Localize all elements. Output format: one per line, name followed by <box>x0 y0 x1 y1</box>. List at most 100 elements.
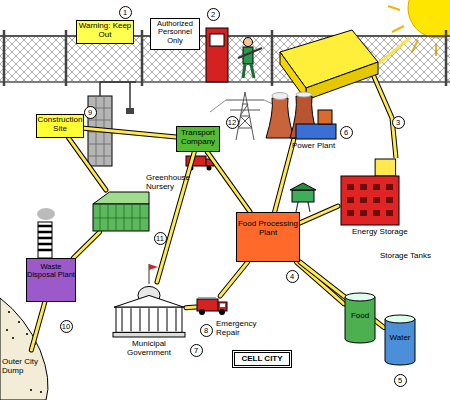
greenhouse-shape <box>92 190 150 232</box>
road <box>69 138 106 190</box>
road-fill <box>296 262 344 304</box>
box-outline <box>151 19 200 50</box>
repair-truck-shape <box>196 296 228 316</box>
callout-number: 1 <box>119 6 132 19</box>
greenhouse-pane <box>100 204 101 231</box>
sun-disc <box>408 0 450 38</box>
column <box>157 308 159 331</box>
wheel <box>199 309 205 315</box>
window <box>360 197 367 203</box>
guard-rifle <box>238 48 262 58</box>
power-plant: Power Plant <box>262 92 338 140</box>
node-label: Power Plant <box>292 142 340 151</box>
callout-number: 2 <box>207 8 220 21</box>
greenhouse-pane <box>132 204 133 231</box>
road-fill <box>84 128 176 137</box>
water-tank: Water <box>384 314 416 366</box>
node-label: Transport Company <box>176 129 220 147</box>
cooling-tower <box>266 98 294 138</box>
steps <box>113 332 185 337</box>
box-outline <box>177 127 220 152</box>
road-outline <box>84 128 176 137</box>
tank-top <box>345 293 375 301</box>
road-outline <box>73 232 99 258</box>
road-fill <box>207 152 250 212</box>
truck-wheel <box>207 166 212 171</box>
steam <box>272 93 288 100</box>
window <box>373 210 380 216</box>
tank-top <box>385 315 415 323</box>
sun-ray <box>388 6 400 10</box>
node-label: Emergency Repair <box>216 320 268 338</box>
road <box>84 128 176 137</box>
window <box>360 210 367 216</box>
construction-tower <box>88 82 136 166</box>
wheel <box>219 309 225 315</box>
transport-company-sign: Transport Company <box>176 126 220 152</box>
power-house <box>296 124 336 139</box>
window <box>386 197 393 203</box>
gate-window <box>210 34 224 46</box>
pediment <box>114 295 184 307</box>
city-dump <box>0 298 48 400</box>
road <box>186 307 196 309</box>
callout-number: 6 <box>340 126 353 139</box>
column <box>148 308 150 331</box>
window <box>347 197 354 203</box>
node-label: Outer City Dump <box>2 358 50 376</box>
cell-city-box: CELL CITY <box>232 350 292 368</box>
node-label: Food Processing Plant <box>236 220 300 238</box>
waste-chimney <box>37 208 55 258</box>
power-house-tank <box>318 110 332 124</box>
storage-body <box>341 176 399 225</box>
road-fill <box>300 206 338 223</box>
window <box>347 184 354 190</box>
guard-head <box>244 38 253 47</box>
crane <box>100 82 136 108</box>
power-wire <box>372 72 396 158</box>
node-label: Waste Disposal Plant <box>26 263 76 280</box>
tower-tank <box>292 190 314 202</box>
node-label: Municipal Government <box>112 340 186 358</box>
chimney-stripes <box>38 226 52 250</box>
power-line <box>210 100 282 112</box>
steam <box>296 92 312 97</box>
column <box>121 308 123 331</box>
road <box>31 302 44 350</box>
ladder <box>198 297 216 299</box>
road-outline <box>69 138 106 190</box>
pylon-lattice <box>226 92 264 140</box>
waste-plant: Waste Disposal Plant <box>26 258 76 302</box>
node-label: Water <box>384 334 416 343</box>
callout-number: 9 <box>84 106 97 119</box>
callout-number: 10 <box>60 320 73 333</box>
road-outline <box>220 262 248 296</box>
greenhouse-pane <box>116 204 117 231</box>
node-label: Warning: Keep Out <box>76 22 134 40</box>
node-label: Greenhouse Nursery <box>146 174 206 192</box>
callout-number: 7 <box>190 344 203 357</box>
greenhouse: Greenhouse Nursery <box>92 190 150 232</box>
storage-top <box>375 159 395 176</box>
fence-post <box>65 30 68 86</box>
callout-number: 3 <box>392 116 405 129</box>
sun-wire <box>378 38 410 64</box>
greenhouse-pane <box>93 218 149 219</box>
fence-post <box>141 30 144 86</box>
road <box>220 262 248 296</box>
column <box>139 308 141 331</box>
callout-number: 5 <box>394 374 407 387</box>
fence-post <box>271 30 274 86</box>
callout-number: 4 <box>286 270 299 283</box>
node-label: Construction Site <box>36 116 84 134</box>
power-plant-shape <box>262 92 338 140</box>
road-fill <box>186 306 196 310</box>
column <box>130 308 132 331</box>
road-outline <box>157 152 194 282</box>
box-outline <box>27 259 76 302</box>
energy-storage-shape <box>338 158 402 226</box>
road-fill <box>275 140 294 212</box>
road <box>73 232 99 258</box>
